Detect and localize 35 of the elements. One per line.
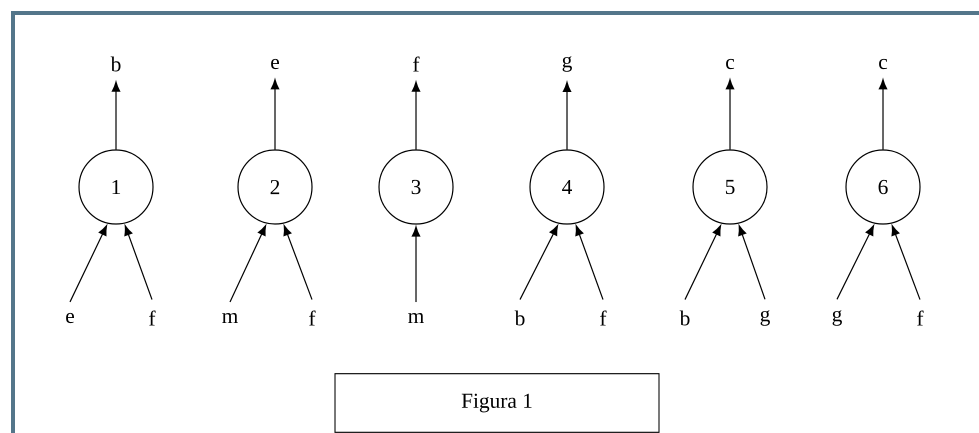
input-label: e (66, 312, 74, 324)
arrow (112, 82, 120, 150)
output-label: f (413, 56, 420, 72)
arrow (892, 225, 921, 300)
output-label: g (562, 56, 572, 72)
input-label: b (680, 310, 690, 326)
arrow (562, 82, 572, 150)
output-label: e (271, 58, 279, 70)
arrow (124, 225, 153, 300)
input-label: b (514, 310, 525, 326)
input-label: f (917, 310, 924, 326)
arrow (229, 225, 266, 302)
input-label: m (222, 312, 238, 324)
arrow (284, 225, 313, 300)
arrow (738, 225, 766, 300)
arrow (519, 225, 558, 300)
arrow (575, 225, 604, 300)
output-label: b (110, 56, 121, 72)
arrow (270, 79, 280, 150)
arrow (836, 225, 874, 300)
arrow (684, 225, 722, 300)
input-label: m (408, 312, 424, 324)
output-label: c (726, 58, 734, 70)
input-label: f (309, 310, 316, 326)
arrow (878, 79, 888, 150)
input-label: f (149, 310, 156, 326)
arrow (726, 79, 734, 150)
input-label: f (600, 310, 607, 326)
output-label: c (879, 58, 888, 70)
input-label: g (832, 310, 842, 326)
arrow (69, 225, 108, 302)
input-label: g (760, 310, 770, 326)
arrow (412, 82, 420, 150)
arrow (412, 226, 420, 302)
figure-caption-box: Figura 1 (334, 373, 660, 433)
